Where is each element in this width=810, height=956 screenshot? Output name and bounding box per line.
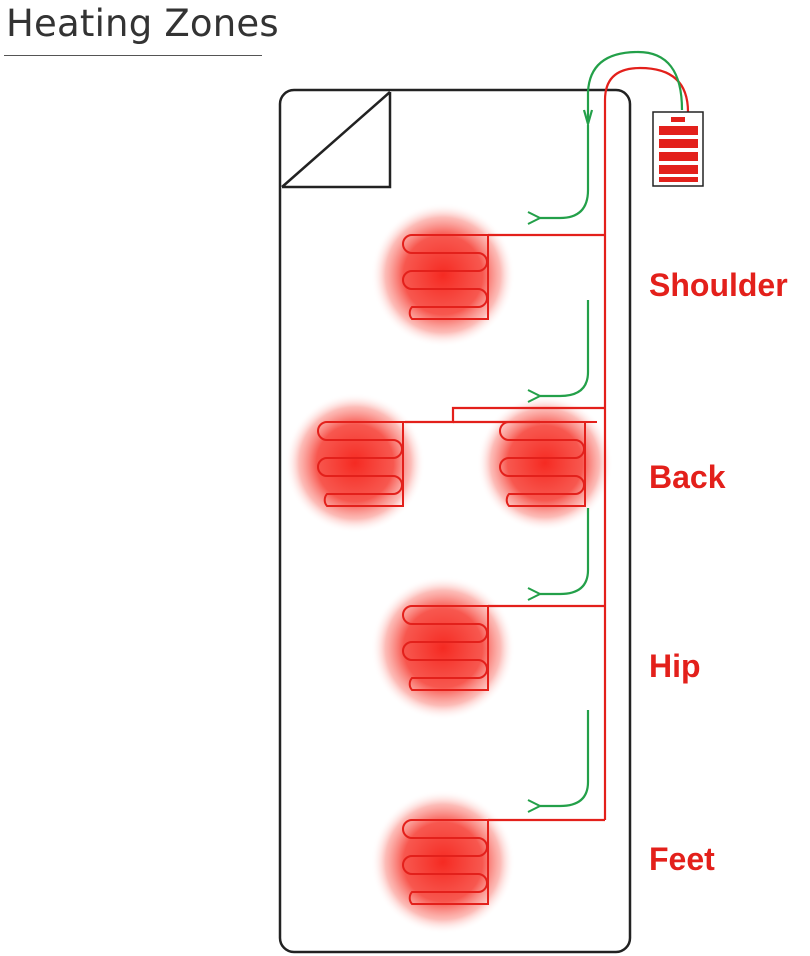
heating-coil-icon <box>402 605 500 691</box>
flow-arrow-icon <box>582 109 594 129</box>
heating-coil-icon <box>402 819 500 905</box>
heating-wire <box>405 66 690 822</box>
heating-coil-icon <box>402 234 500 320</box>
glow-shoulder <box>371 203 515 347</box>
zone-label-feet: Feet <box>649 841 715 877</box>
zone-label-shoulder: Shoulder <box>649 267 788 303</box>
flow-arrow-icon <box>540 125 590 218</box>
flow-arrow-icon <box>540 300 590 396</box>
pillow-flap <box>281 91 392 189</box>
glow-back-right <box>477 395 613 531</box>
glow-back-left <box>285 393 425 533</box>
glow-hip <box>371 576 515 720</box>
page-title: Heating Zones <box>6 2 279 45</box>
heating-coil-icon <box>499 421 597 507</box>
flow-arrow-icon <box>586 50 684 122</box>
zone-label-back: Back <box>649 459 726 495</box>
title-underline <box>4 55 262 56</box>
battery-icon <box>652 111 704 187</box>
flow-arrows <box>540 50 684 806</box>
heating-coil-icon <box>317 421 415 507</box>
heat-glows <box>285 203 613 934</box>
mat-outline <box>278 88 632 954</box>
flow-arrow-icon <box>540 710 590 806</box>
glow-feet <box>371 790 515 934</box>
flow-arrow-icon <box>540 508 590 594</box>
zone-label-hip: Hip <box>649 648 701 684</box>
